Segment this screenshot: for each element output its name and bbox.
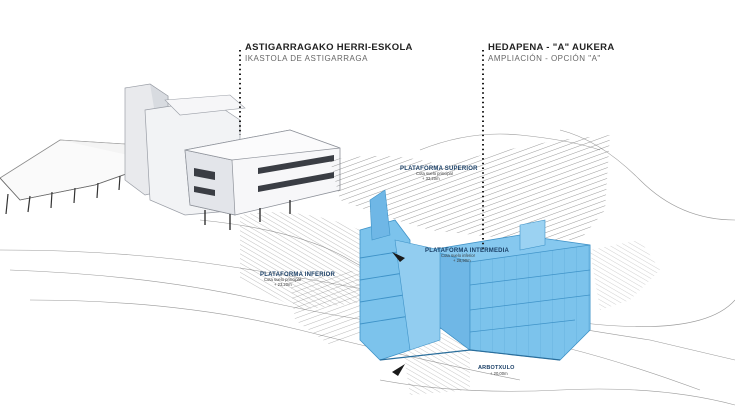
school-title-block: ASTIGARRAGAKO HERRI-ESKOLA IKASTOLA DE A…: [245, 42, 413, 63]
label-platform-middle: PLATAFORMA INTERMEDIA Cota suelo inferio…: [425, 248, 509, 263]
access-title: ARBOTXULO: [478, 365, 515, 371]
platform-lower-value: + 23,20m: [274, 281, 292, 287]
extension-option-a: [359, 189, 591, 361]
school-name-es: IKASTOLA DE ASTIGARRAGA: [245, 54, 368, 63]
existing-school-building: [124, 83, 341, 230]
arrow-icon: [392, 252, 405, 262]
leader-lines: [239, 50, 484, 250]
extension-title-block: HEDAPENA - "A" AUKERA AMPLIACIÓN - OPCIÓ…: [488, 42, 615, 63]
arrow-icon: [392, 364, 405, 376]
platform-middle-sub: Cota suelo inferior: [441, 253, 475, 259]
school-name: ASTIGARRAGAKO HERRI-ESKOLA: [245, 42, 413, 53]
label-platform-upper: PLATAFORMA SUPERIOR Cota suelo principal…: [400, 166, 478, 181]
platform-upper-value: + 32,20m: [422, 175, 440, 181]
platform-upper-title: PLATAFORMA SUPERIOR: [400, 166, 478, 172]
platform-middle-title: PLATAFORMA INTERMEDIA: [425, 248, 510, 254]
platform-lower-title: PLATAFORMA INFERIOR: [260, 272, 336, 278]
platform-lower-sub: Cota suelo principal: [264, 277, 301, 283]
label-platform-lower: PLATAFORMA INFERIOR Cota suelo principal…: [260, 272, 335, 287]
platform-upper-sub: Cota suelo principal: [416, 171, 453, 177]
label-access: ARBOTXULO + 20,00m: [478, 365, 515, 376]
access-value: + 20,00m: [490, 370, 508, 376]
access-arrows: [392, 252, 405, 376]
extension-title-es: AMPLIACIÓN - OPCIÓN "A": [488, 54, 601, 63]
extension-title: HEDAPENA - "A" AUKERA: [488, 42, 615, 53]
platform-middle-value: + 28,90m: [453, 257, 471, 263]
